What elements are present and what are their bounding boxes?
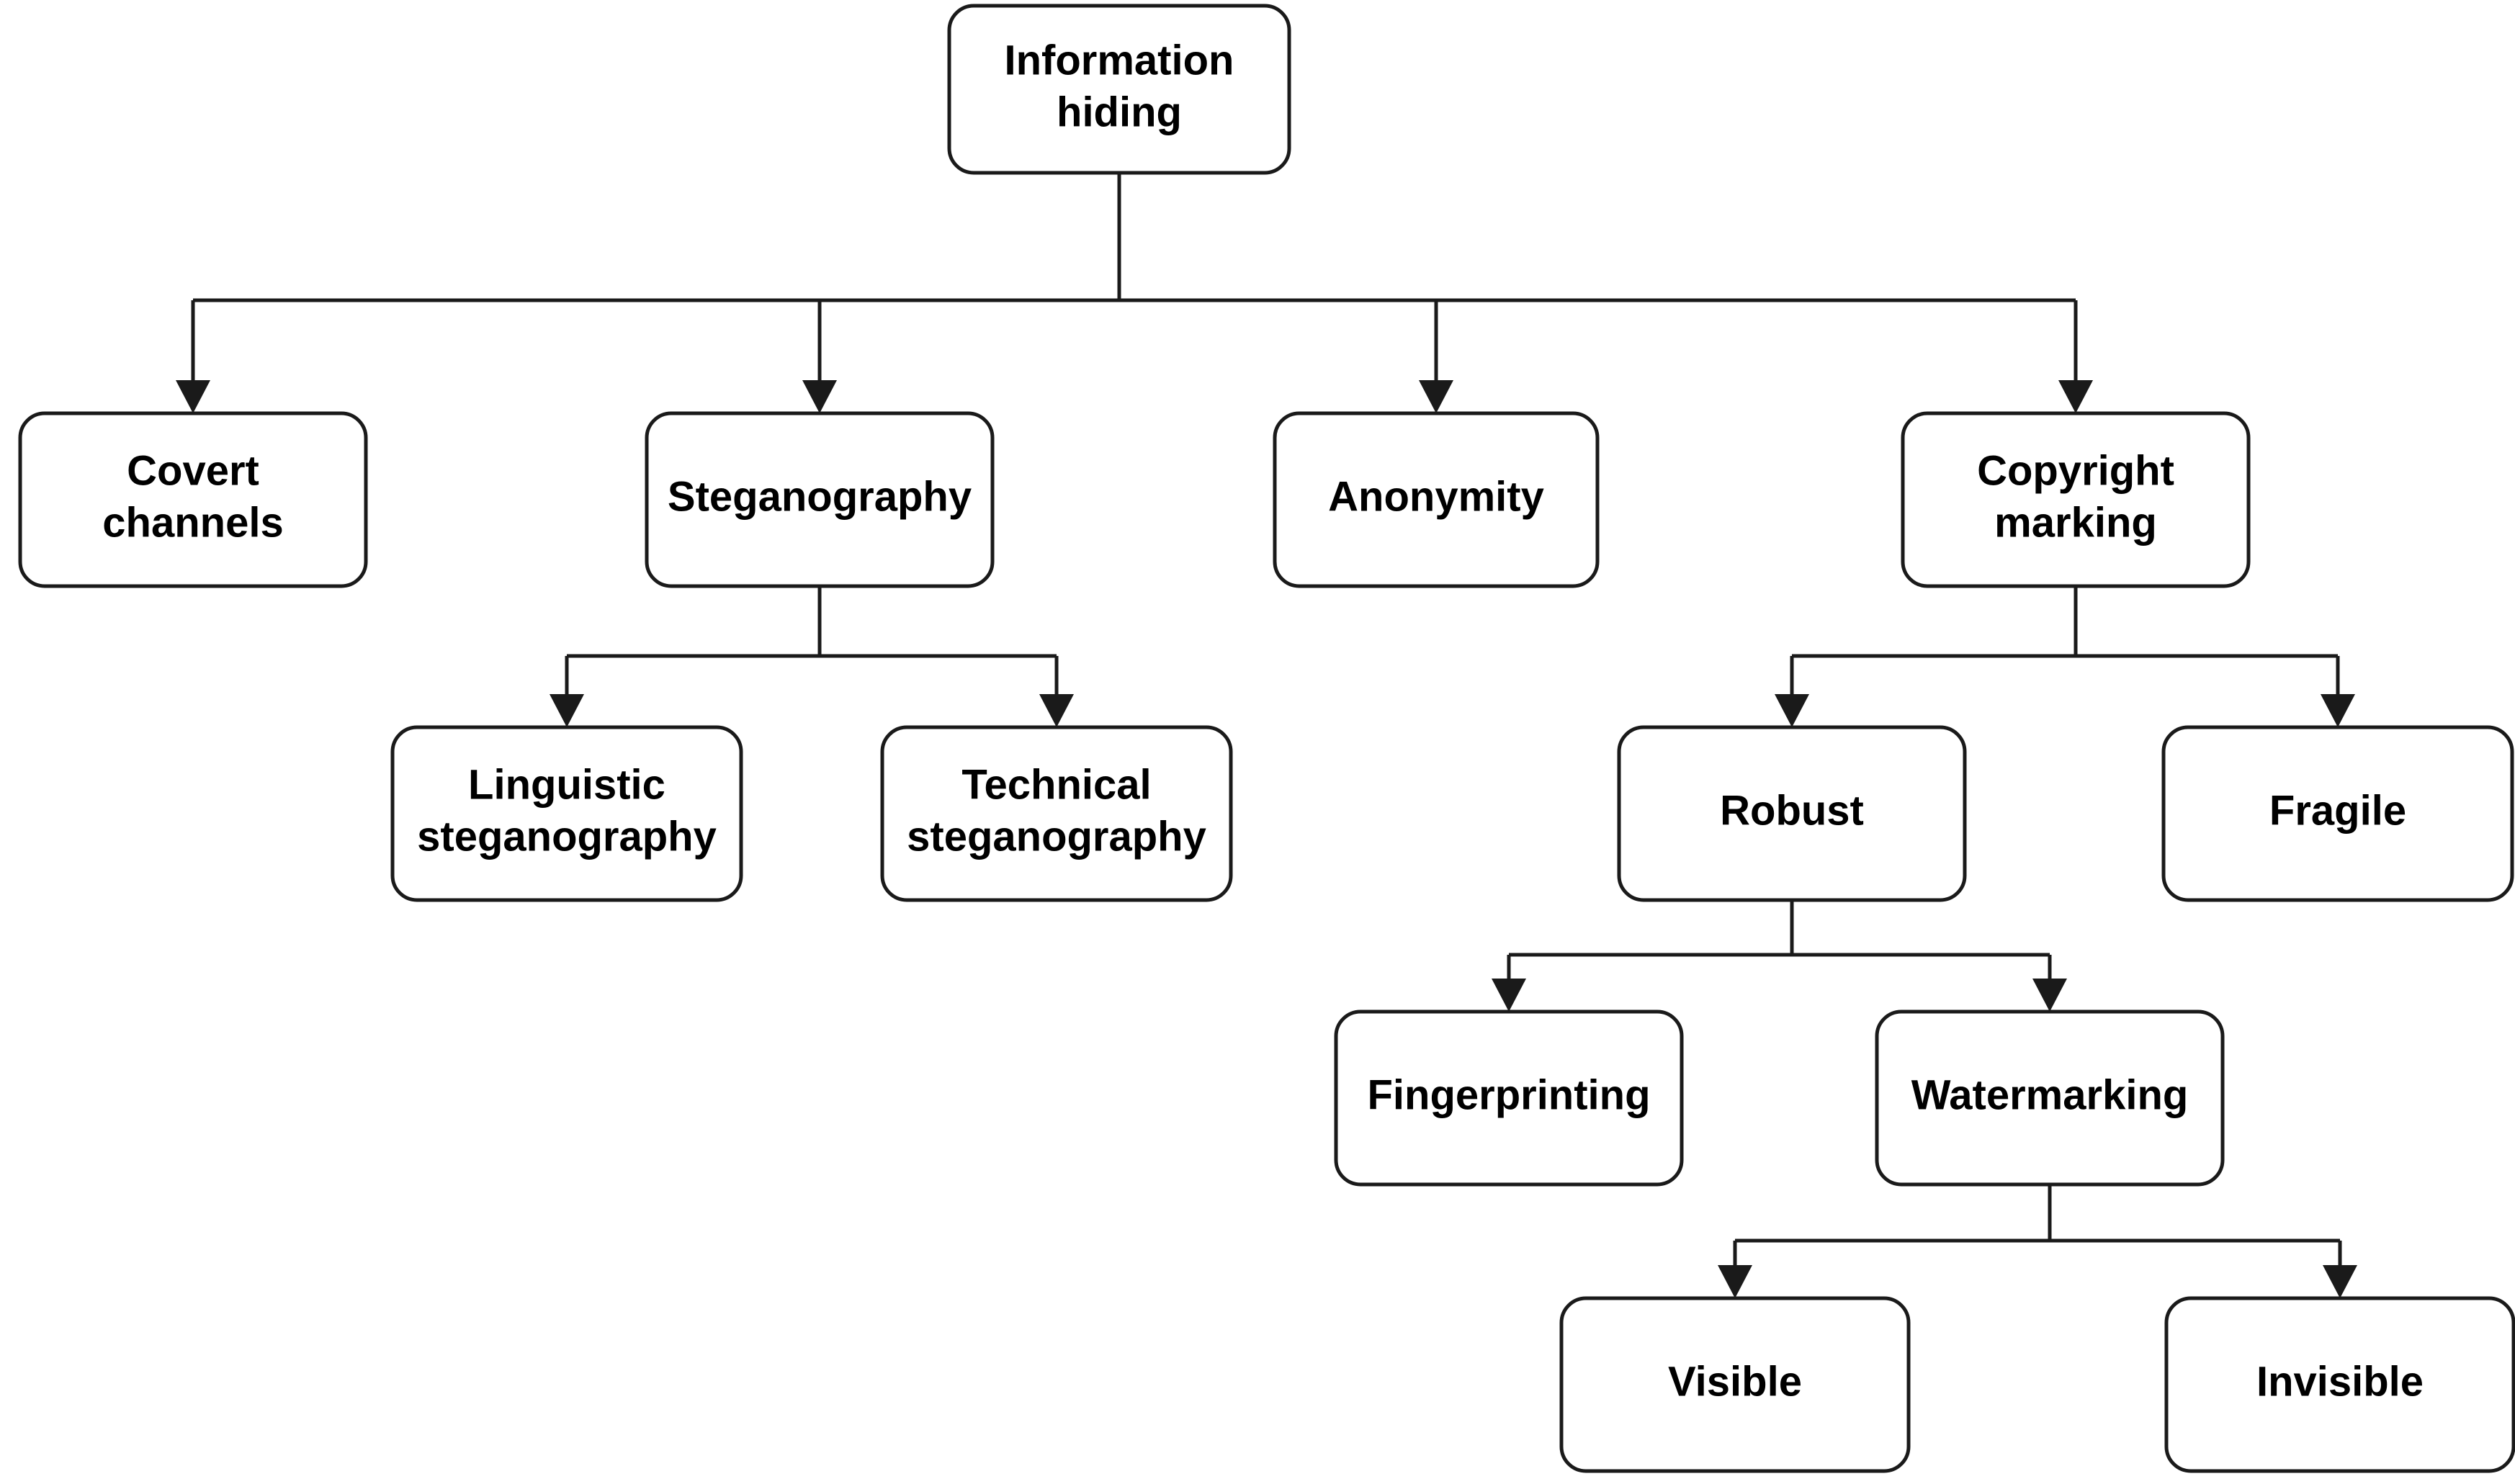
node-box-information-hiding[interactable] — [947, 4, 1291, 175]
arrow-head-icon-watermarking — [2032, 979, 2067, 1012]
node-covert-channels[interactable]: Covert channels — [18, 411, 368, 588]
arrow-head-icon-linguistic-steganography — [550, 694, 584, 727]
node-label-invisible: Invisible — [2256, 1358, 2424, 1405]
node-label-fragile: Fragile — [2269, 787, 2406, 834]
arrow-head-icon-copyright-marking — [2058, 380, 2093, 413]
node-box-covert-channels[interactable] — [18, 411, 368, 588]
node-invisible[interactable]: Invisible — [2164, 1296, 2515, 1473]
node-robust[interactable]: Robust — [1617, 725, 1967, 902]
edge-group-from-steganography — [550, 586, 1074, 727]
edges-layer — [176, 173, 2357, 1298]
node-fingerprinting[interactable]: Fingerprinting — [1334, 1009, 1684, 1187]
node-box-visible[interactable] — [1559, 1296, 1911, 1473]
node-box-technical-steganography[interactable] — [880, 725, 1233, 902]
node-box-robust[interactable] — [1617, 725, 1967, 902]
node-label-copyright-marking: Copyright — [1977, 447, 2174, 494]
node-watermarking[interactable]: Watermarking — [1875, 1009, 2225, 1187]
node-fragile[interactable]: Fragile — [2161, 725, 2514, 902]
node-box-invisible[interactable] — [2164, 1296, 2515, 1473]
arrow-head-icon-visible — [1718, 1265, 1752, 1298]
node-label-robust: Robust — [1720, 787, 1864, 834]
node-box-anonymity[interactable] — [1273, 411, 1600, 588]
node-label-anonymity: Anonymity — [1328, 473, 1544, 520]
edge-group-from-copyright-marking — [1775, 586, 2355, 727]
node-box-linguistic-steganography[interactable] — [390, 725, 743, 902]
node-linguistic-steganography[interactable]: Linguistic steganography — [390, 725, 743, 902]
arrow-head-icon-technical-steganography — [1039, 694, 1074, 727]
node-copyright-marking[interactable]: Copyright marking — [1901, 411, 2251, 588]
arrow-head-icon-steganography — [802, 380, 837, 413]
node-label-fingerprinting: Fingerprinting — [1367, 1071, 1650, 1118]
node-label-technical-steganography: Technical — [961, 761, 1151, 808]
node-label-watermarking: Watermarking — [1911, 1071, 2189, 1118]
node-box-watermarking[interactable] — [1875, 1009, 2225, 1187]
arrow-head-icon-anonymity — [1419, 380, 1453, 413]
node-label-copyright-marking: marking — [1994, 499, 2157, 546]
arrow-head-icon-covert-channels — [176, 380, 210, 413]
node-steganography[interactable]: Steganography — [645, 411, 995, 588]
node-information-hiding[interactable]: Information hiding — [947, 4, 1291, 175]
node-anonymity[interactable]: Anonymity — [1273, 411, 1600, 588]
node-label-covert-channels: channels — [102, 499, 283, 546]
node-box-copyright-marking[interactable] — [1901, 411, 2251, 588]
node-technical-steganography[interactable]: Technical steganography — [880, 725, 1233, 902]
node-box-fragile[interactable] — [2161, 725, 2514, 902]
arrow-head-icon-fragile — [2321, 694, 2355, 727]
edge-group-from-information-hiding — [176, 173, 2093, 413]
node-label-linguistic-steganography: Linguistic — [468, 761, 665, 808]
node-label-linguistic-steganography: steganography — [417, 813, 717, 860]
node-label-covert-channels: Covert — [127, 447, 259, 494]
node-label-steganography: Steganography — [668, 473, 972, 520]
arrow-head-icon-invisible — [2323, 1265, 2357, 1298]
node-visible[interactable]: Visible — [1559, 1296, 1911, 1473]
node-label-information-hiding: hiding — [1057, 89, 1182, 135]
node-box-fingerprinting[interactable] — [1334, 1009, 1684, 1187]
arrow-head-icon-fingerprinting — [1492, 979, 1526, 1012]
edge-group-from-robust — [1492, 900, 2067, 1012]
node-label-visible: Visible — [1668, 1358, 1802, 1405]
arrow-head-icon-robust — [1775, 694, 1809, 727]
edge-group-from-watermarking — [1718, 1184, 2357, 1298]
node-box-steganography[interactable] — [645, 411, 995, 588]
node-label-information-hiding: Information — [1005, 37, 1234, 84]
node-label-technical-steganography: steganography — [907, 813, 1206, 860]
